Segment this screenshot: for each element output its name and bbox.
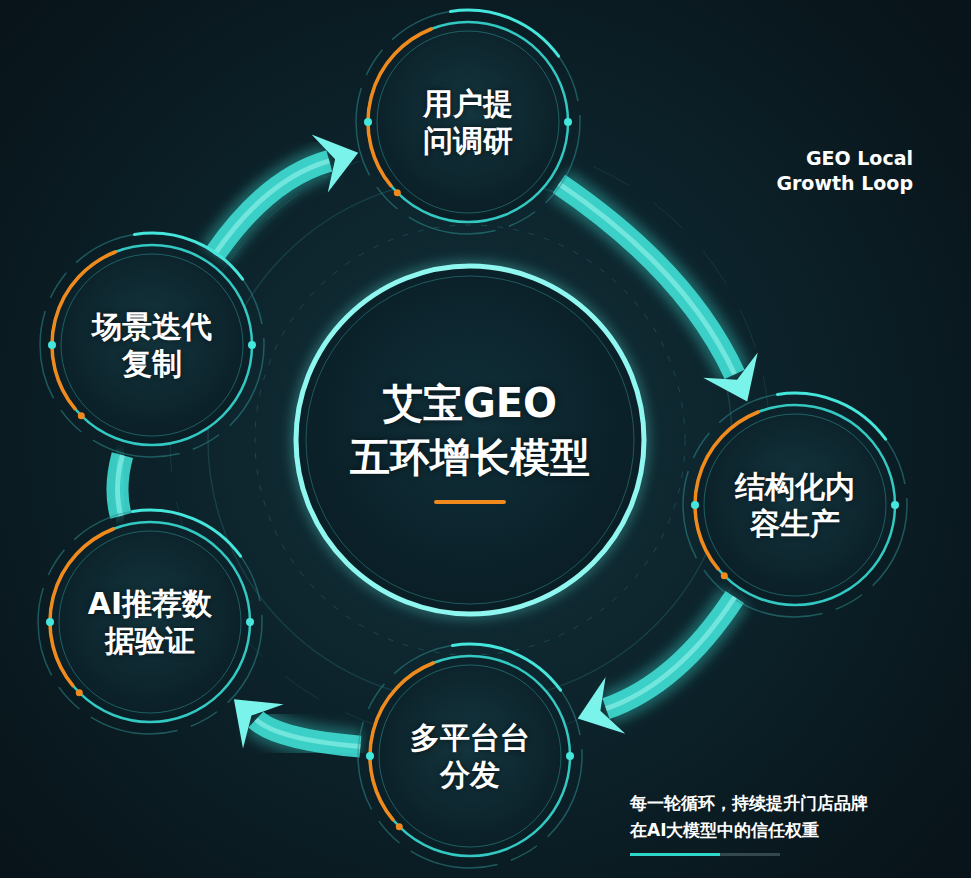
cyan-arc — [451, 10, 559, 56]
inner-ring — [59, 531, 241, 713]
arrow-highlight — [117, 455, 122, 516]
node-content: 结构化内容生产 — [733, 468, 858, 543]
flow-arrow — [117, 455, 122, 516]
arrow-glow — [117, 455, 122, 516]
arrow-head — [578, 677, 626, 734]
arrow-head — [312, 135, 359, 193]
orbit-dashes — [170, 140, 770, 740]
stage-disc — [368, 22, 568, 222]
orbit-dots — [255, 225, 685, 655]
side-label: GEO Local Growth Loop — [753, 146, 913, 195]
ring-dot — [366, 752, 374, 760]
caption: 每一轮循环，持续提升门店品牌在AI大模型中的信任权重 — [630, 790, 882, 844]
outer-ring — [683, 393, 907, 617]
ring-dot — [566, 752, 574, 760]
ring-dot — [394, 189, 401, 196]
arrow-band — [256, 720, 361, 747]
stage-circle-outline — [50, 522, 250, 722]
node-content: 艾宝GEO 五环增长模型 — [338, 376, 602, 504]
flow-arrow — [215, 135, 359, 255]
ring-dot — [246, 618, 254, 626]
stage-label: 结构化内容生产 — [733, 468, 858, 543]
stage-disc — [370, 656, 570, 856]
ring-dot — [721, 572, 728, 579]
node-content: 多平台台分发 — [408, 719, 533, 794]
arrow-glow — [256, 720, 361, 747]
flow-arrow — [234, 699, 361, 748]
arrow-head — [703, 353, 758, 402]
inner-ring — [704, 414, 886, 596]
stage-circle-outline — [370, 656, 570, 856]
model-title: 艾宝GEO 五环增长模型 — [338, 376, 602, 484]
ring-dot — [691, 501, 699, 509]
inner-ring — [61, 254, 243, 436]
center-circle: 艾宝GEO 五环增长模型 — [292, 262, 648, 618]
arrow-glow — [215, 161, 330, 255]
outer-ring — [38, 510, 262, 734]
stage-label: 用户提问调研 — [421, 85, 516, 160]
outer-ring — [40, 233, 264, 457]
orange-arc — [368, 29, 431, 186]
ring-dot — [78, 412, 85, 419]
node-content: 用户提问调研 — [421, 85, 516, 160]
arrow-band — [606, 597, 735, 709]
stage-label: AI推荐数据验证 — [85, 585, 216, 660]
arrow-highlight — [606, 597, 735, 709]
stage-circle: AI推荐数据验证 — [50, 522, 250, 722]
ring-dot — [48, 341, 56, 349]
stage-label: 场景迭代复制 — [90, 308, 215, 383]
accent-underline — [434, 500, 506, 504]
cyan-arc — [135, 233, 243, 279]
stage-circle: 场景迭代复制 — [52, 245, 252, 445]
cyan-arc — [453, 644, 561, 690]
ring-dot — [46, 618, 54, 626]
stage-circle-outline — [695, 405, 895, 605]
stage-circle-outline — [52, 245, 252, 445]
arrow-band — [215, 161, 330, 255]
outer-ring — [356, 10, 580, 234]
stage-circle: 结构化内容生产 — [695, 405, 895, 605]
caption-underline — [630, 853, 720, 856]
flow-arrow — [578, 597, 735, 734]
ring-dot — [364, 118, 372, 126]
outer-ring — [358, 644, 582, 868]
stage-disc — [52, 245, 252, 445]
arrow-band — [117, 455, 122, 516]
stage-disc — [695, 405, 895, 605]
stage-circle: 用户提问调研 — [368, 22, 568, 222]
ring-dot — [891, 501, 899, 509]
center-glow — [296, 266, 644, 614]
arrow-highlight — [256, 720, 361, 747]
ring-dot — [248, 341, 256, 349]
stage-disc — [50, 522, 250, 722]
stage-circle-outline — [368, 22, 568, 222]
center-inner-ring — [306, 276, 634, 604]
arrow-highlight — [215, 161, 330, 255]
inner-ring — [379, 665, 561, 847]
inner-ring — [377, 31, 559, 213]
ring-dot — [76, 689, 83, 696]
cyan-arc — [133, 510, 241, 556]
arrow-head — [234, 699, 284, 748]
caption-underline-rest — [720, 853, 780, 856]
arrow-glow — [606, 597, 735, 709]
cyan-arc — [778, 393, 886, 439]
stage-circle: 多平台台分发 — [370, 656, 570, 856]
node-content: 场景迭代复制 — [90, 308, 215, 383]
center-disc — [296, 266, 644, 614]
stage-label: 多平台台分发 — [408, 719, 533, 794]
node-content: AI推荐数据验证 — [85, 585, 216, 660]
ring-dot — [564, 118, 572, 126]
ring-dot — [396, 823, 403, 830]
